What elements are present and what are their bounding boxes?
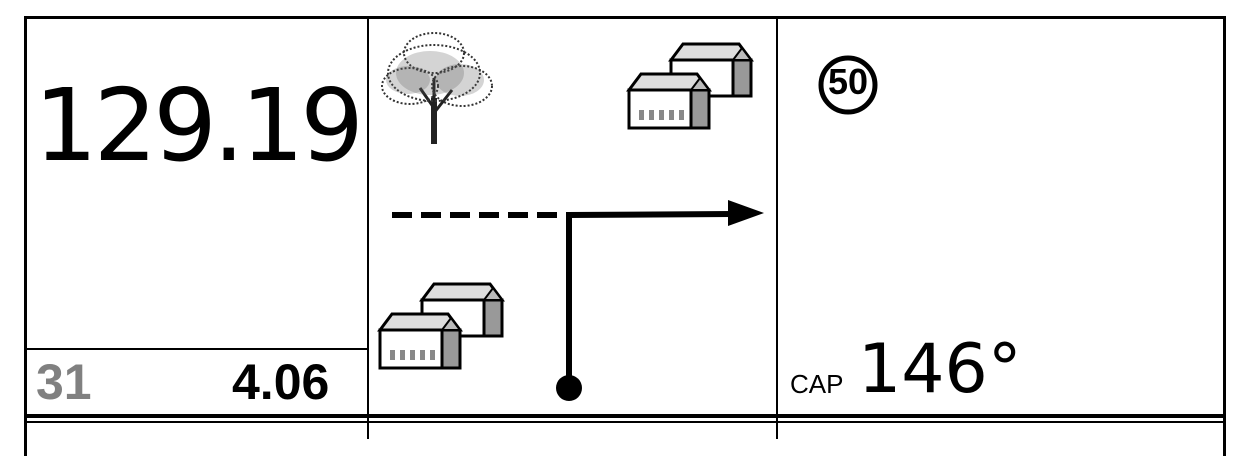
total-distance: 129.19 — [34, 67, 364, 184]
buildings-icon — [626, 42, 754, 130]
start-point-icon — [556, 375, 582, 401]
speed-limit-value: 50 — [827, 61, 869, 102]
maneuver-diagram — [370, 18, 778, 414]
distance-sub-divider — [24, 348, 368, 350]
tree-icon — [381, 32, 493, 144]
row-divider — [24, 414, 1226, 418]
direction-arrow-icon — [728, 200, 764, 226]
heading-label: CAP — [790, 369, 844, 399]
buildings-icon — [377, 282, 505, 370]
maneuver-svg — [377, 32, 764, 401]
route-track — [392, 200, 764, 401]
heading-value: 146° — [858, 330, 1022, 409]
column-divider-1 — [367, 16, 369, 439]
partial-distance-right: 4.06 — [232, 354, 330, 410]
roadbook-row-frame — [24, 16, 1226, 456]
partial-distance-left: 31 — [36, 354, 92, 410]
row-divider-secondary — [24, 421, 1226, 423]
speed-limit-sign: 50 — [808, 54, 888, 116]
column-divider-2 — [776, 16, 778, 439]
